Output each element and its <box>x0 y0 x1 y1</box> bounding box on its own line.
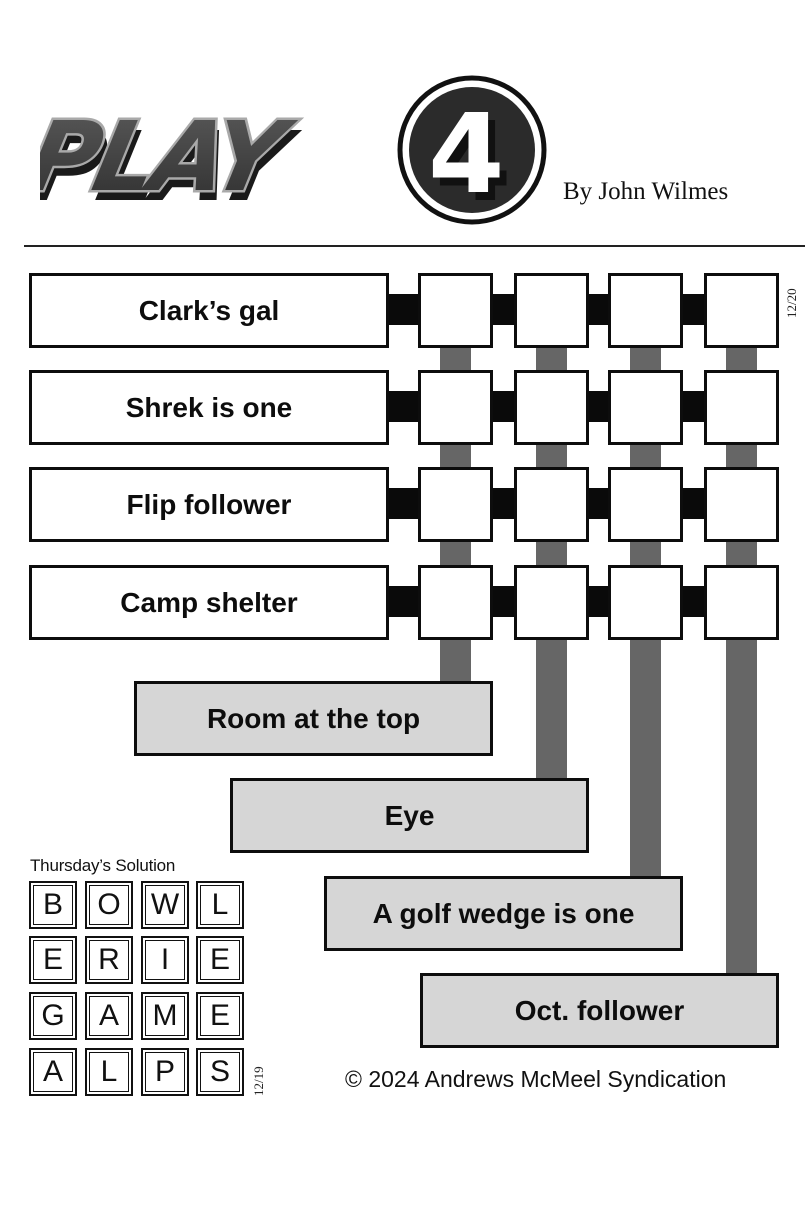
answer-cell[interactable] <box>608 565 683 640</box>
logo-number-shadow: 4 <box>435 98 512 226</box>
logo-shadow: PLAY <box>40 111 307 223</box>
solution-cell: E <box>196 992 244 1040</box>
solution-cell: I <box>141 936 189 984</box>
answer-cell[interactable] <box>608 273 683 348</box>
across-connector <box>492 294 514 325</box>
answer-cell[interactable] <box>608 467 683 542</box>
answer-cell[interactable] <box>608 370 683 445</box>
down-clue-4: Oct. follower <box>420 973 779 1048</box>
solution-cell: P <box>141 1048 189 1096</box>
answer-cell[interactable] <box>514 370 589 445</box>
puzzle-date: 12/20 <box>784 288 799 318</box>
answer-cell[interactable] <box>418 273 493 348</box>
solution-cell: R <box>85 936 133 984</box>
across-connector <box>388 586 418 617</box>
down-clue-2: Eye <box>230 778 589 853</box>
answer-cell[interactable] <box>514 273 589 348</box>
down-clue-1: Room at the top <box>134 681 493 756</box>
across-connector <box>588 488 608 519</box>
solution-cell: M <box>141 992 189 1040</box>
answer-cell[interactable] <box>514 467 589 542</box>
across-clue-1: Clark’s gal <box>29 273 389 348</box>
answer-cell[interactable] <box>514 565 589 640</box>
solution-cell: E <box>196 936 244 984</box>
solution-cell: A <box>29 1048 77 1096</box>
solution-date: 12/19 <box>251 1066 266 1096</box>
logo-text: PLAY <box>40 101 303 213</box>
across-clue-4: Camp shelter <box>29 565 389 640</box>
across-clue-2: Shrek is one <box>29 370 389 445</box>
solution-cell: E <box>29 936 77 984</box>
across-clue-3: Flip follower <box>29 467 389 542</box>
across-connector <box>388 488 418 519</box>
answer-cell[interactable] <box>418 467 493 542</box>
logo-number: 4 <box>428 90 505 218</box>
solution-cell: A <box>85 992 133 1040</box>
across-connector <box>683 294 704 325</box>
across-connector <box>492 391 514 422</box>
across-connector <box>683 488 704 519</box>
play4-logo: PLAY PLAY 4 4 <box>40 75 547 226</box>
across-connector <box>588 294 608 325</box>
solution-cell: S <box>196 1048 244 1096</box>
header-divider <box>24 245 805 247</box>
solution-cell: O <box>85 881 133 929</box>
across-connector <box>588 391 608 422</box>
answer-cell[interactable] <box>704 370 779 445</box>
down-clue-3: A golf wedge is one <box>324 876 683 951</box>
answer-cell[interactable] <box>704 273 779 348</box>
across-connector <box>388 294 418 325</box>
copyright: © 2024 Andrews McMeel Syndication <box>345 1066 727 1092</box>
solution-title: Thursday’s Solution <box>30 856 176 875</box>
across-connector <box>388 391 418 422</box>
answer-cell[interactable] <box>418 565 493 640</box>
logo-circle-inner <box>409 87 535 213</box>
across-connector <box>492 586 514 617</box>
solution-cell: L <box>85 1048 133 1096</box>
across-connector <box>683 391 704 422</box>
across-connector <box>683 586 704 617</box>
byline: By John Wilmes <box>563 178 729 205</box>
answer-cell[interactable] <box>704 467 779 542</box>
solution-cell: L <box>196 881 244 929</box>
across-connector <box>588 586 608 617</box>
answer-cell[interactable] <box>418 370 493 445</box>
solution-cell: B <box>29 881 77 929</box>
answer-cell[interactable] <box>704 565 779 640</box>
solution-cell: G <box>29 992 77 1040</box>
across-connector <box>492 488 514 519</box>
solution-cell: W <box>141 881 189 929</box>
